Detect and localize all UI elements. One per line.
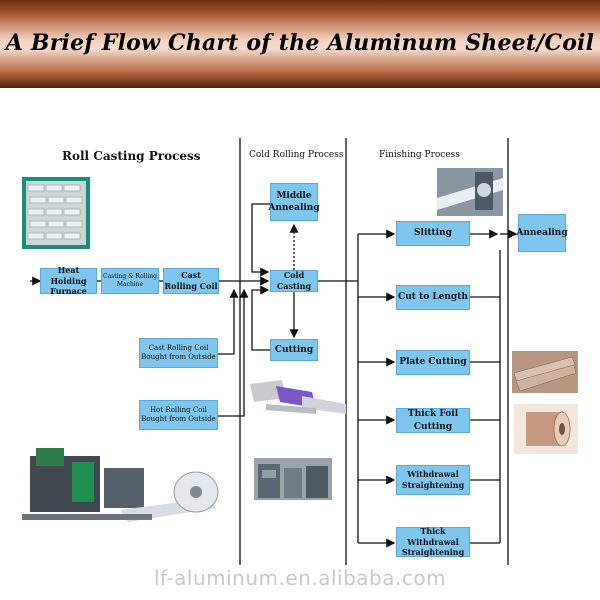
- column-heading-finishing: Finishing Process: [379, 150, 460, 160]
- box-thick-foil-cutting: Thick Foil Cutting: [396, 408, 470, 433]
- aluminum-plate-photo: [512, 351, 578, 393]
- arrow-hot-bought: [218, 288, 249, 417]
- column-heading-cold-rolling: Cold Rolling Process: [249, 150, 344, 160]
- box-middle-annealing: Middle Annealing: [268, 183, 320, 221]
- box-cast-rolling-coil-bought: Cast Rolling Coil Bought from Outside: [139, 338, 218, 368]
- arrow-cast-bought: [218, 288, 239, 355]
- aluminum-ingots-photo: [22, 177, 90, 249]
- box-cut-to-length: Cut to Length: [396, 285, 470, 310]
- annealing-furnace-photo: [254, 458, 332, 500]
- box-cold-casting: Cold Casting: [270, 270, 318, 292]
- box-casting-rolling-machine: Casting & Rolling Machine: [101, 268, 159, 294]
- box-heat-holding-furnace: Heat Holding Furnace: [40, 265, 97, 296]
- title-banner: A Brief Flow Chart of the Aluminum Sheet…: [0, 0, 600, 88]
- box-thick-withdrawal-straightening: Thick Withdrawal Straightening: [396, 526, 470, 557]
- box-slitting: Slitting: [396, 221, 470, 246]
- cold-rolling-process-illustration: [246, 378, 350, 422]
- arrow-cutting-back: [251, 285, 270, 351]
- box-annealing: Annealing: [516, 214, 568, 252]
- box-plate-cutting: Plate Cutting: [396, 350, 470, 375]
- slitting-machine-photo: [437, 168, 503, 216]
- casting-rolling-machine-photo: [20, 438, 226, 538]
- watermark: lf-aluminum.en.alibaba.com: [153, 566, 447, 590]
- box-cutting: Cutting: [270, 339, 318, 361]
- column-heading-roll-casting: Roll Casting Process: [62, 149, 201, 163]
- arrow-middle-back: [251, 203, 270, 277]
- box-cast-rolling-coil: Cast Rolling Coil: [163, 268, 219, 294]
- box-withdrawal-straightening: Withdrawal Straightening: [396, 465, 470, 495]
- aluminum-foil-roll-photo: [514, 404, 578, 454]
- page-title: A Brief Flow Chart of the Aluminum Sheet…: [5, 30, 595, 56]
- box-hot-rolling-coil-bought: Hot Rolling Coil Bought from Outside: [139, 400, 218, 430]
